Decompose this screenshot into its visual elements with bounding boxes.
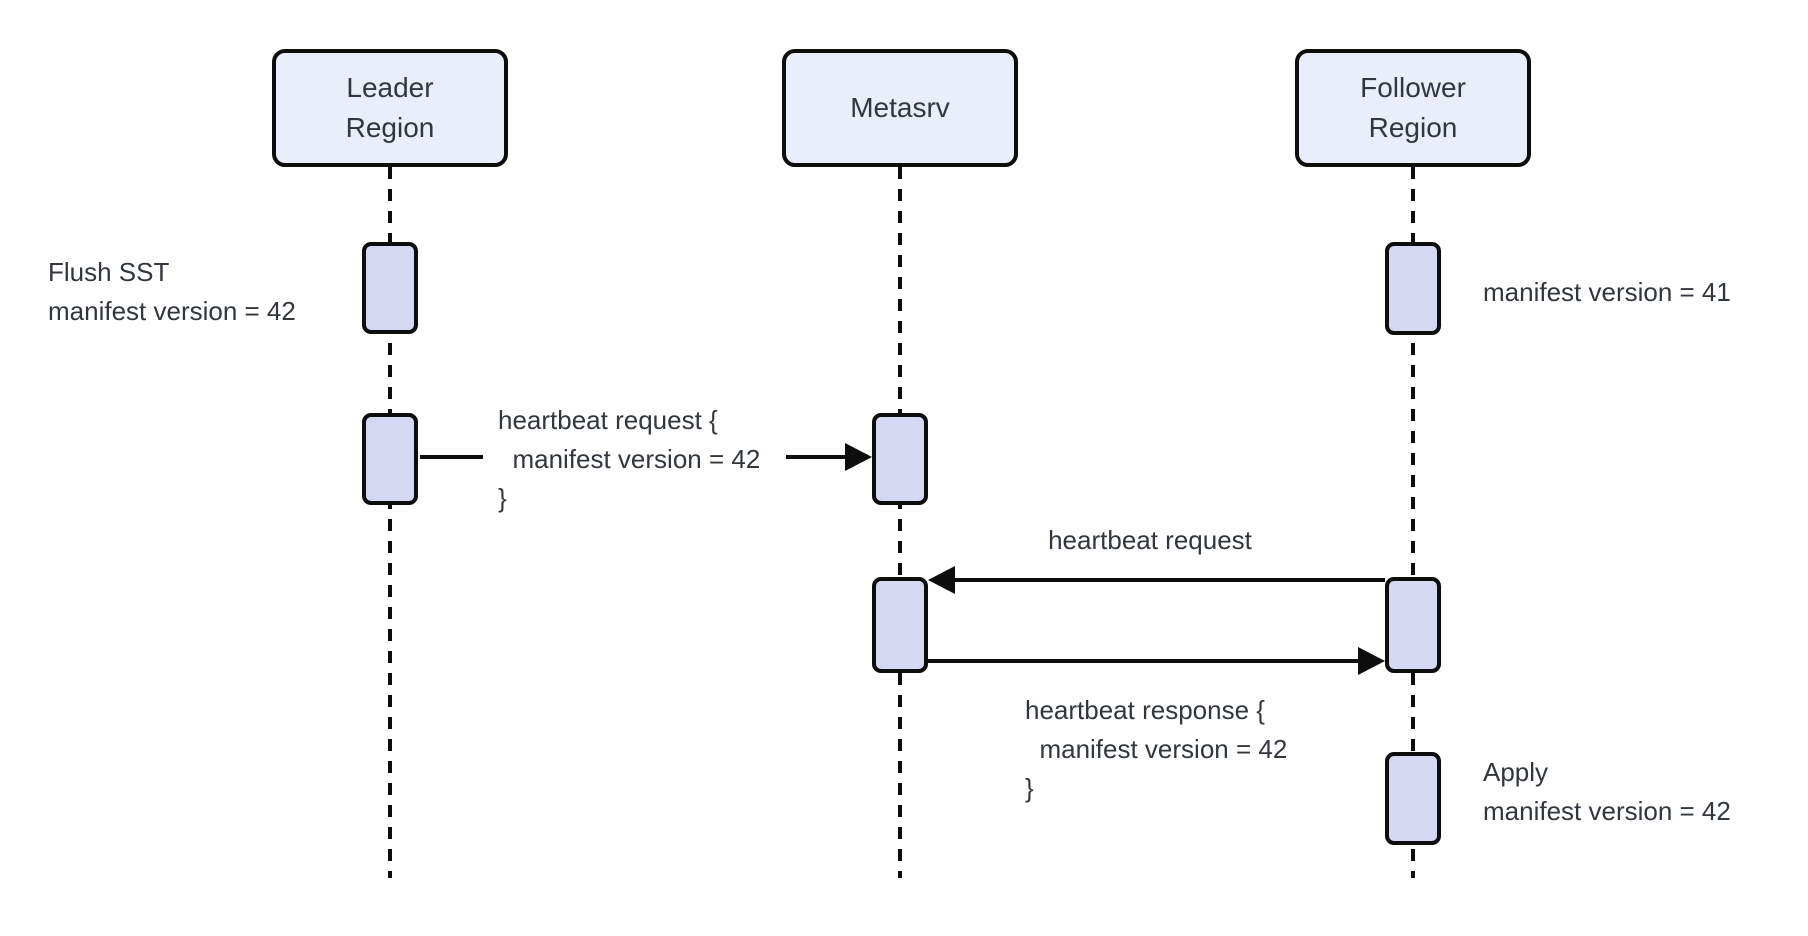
label-manifest-version-41: manifest version = 41 (1483, 277, 1731, 307)
arrowhead-left-icon (928, 566, 955, 594)
activation-follower-heartbeat (1385, 577, 1441, 673)
activation-metasrv-receive-follower (872, 577, 928, 673)
participant-label: Leader Region (345, 72, 435, 143)
participant-label: Follower Region (1360, 72, 1466, 143)
activation-follower-manifest-41 (1385, 242, 1441, 335)
activation-leader-heartbeat (362, 413, 418, 505)
message-label-heartbeat-response: heartbeat response { manifest version = … (1025, 695, 1288, 803)
message-label-heartbeat-request-follower: heartbeat request (1048, 525, 1252, 555)
arrowhead-right-icon (845, 443, 872, 471)
participant-metasrv: Metasrv (782, 49, 1018, 167)
label-flush-sst: Flush SST manifest version = 42 (48, 257, 296, 326)
participant-follower-region: Follower Region (1295, 49, 1531, 167)
activation-leader-flush (362, 242, 418, 334)
participant-label: Metasrv (850, 92, 950, 123)
arrowhead-right-icon (1358, 647, 1385, 675)
label-apply-manifest-42: Apply manifest version = 42 (1483, 757, 1731, 826)
message-label-heartbeat-request-leader: heartbeat request { manifest version = 4… (498, 405, 761, 513)
activation-follower-apply (1385, 752, 1441, 845)
participant-leader-region: Leader Region (272, 49, 508, 167)
activation-metasrv-receive-leader (872, 413, 928, 505)
